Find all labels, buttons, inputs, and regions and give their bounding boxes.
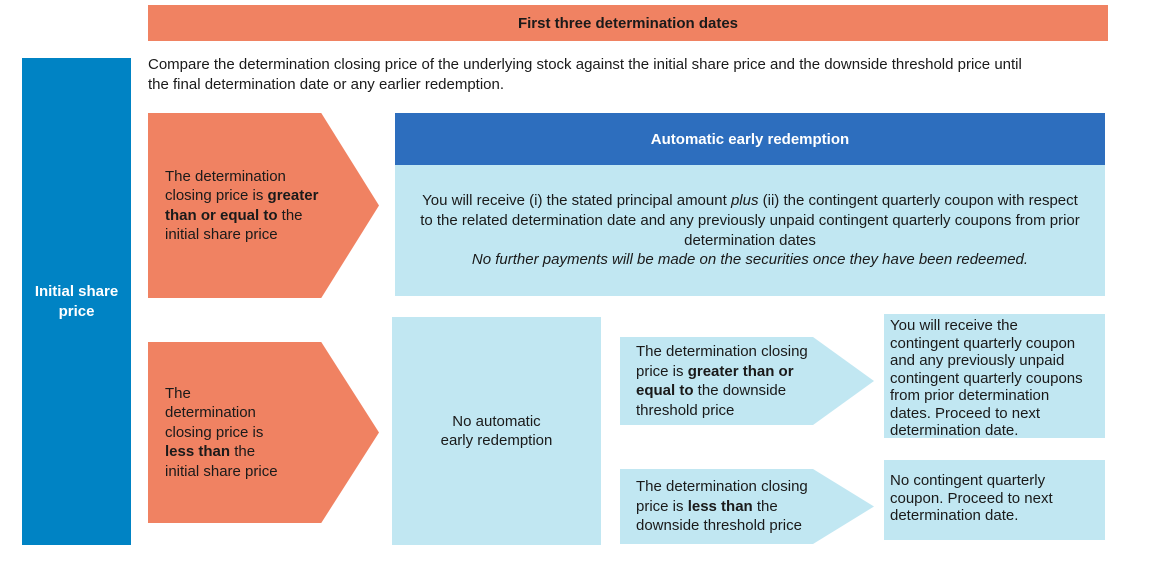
sub-condition-arrow-above-threshold: The determination closing price is great… <box>620 337 874 425</box>
automatic-early-redemption-note: No further payments will be made on the … <box>471 251 1029 269</box>
sub-condition-arrow-above-threshold-label: The determination closing price is great… <box>636 343 808 419</box>
result-box-no-coupon: No contingent quarterly coupon. Proceed … <box>884 460 1105 540</box>
intro-text: Compare the determination closing price … <box>148 56 1022 94</box>
automatic-early-redemption-text: You will receive (i) the stated principa… <box>420 191 1080 249</box>
condition-arrow-price-above-initial: The determination closing price is great… <box>148 113 379 298</box>
initial-share-price-label: Initial share price <box>22 58 131 545</box>
no-automatic-early-redemption-box: No automatic early redemption <box>392 317 601 545</box>
automatic-early-redemption-body: You will receive (i) the stated principa… <box>395 165 1105 296</box>
automatic-early-redemption-header: Automatic early redemption <box>395 113 1105 165</box>
sub-condition-arrow-below-threshold: The determination closing price is less … <box>620 469 874 544</box>
condition-arrow-price-below-initial-label: The determination closing price is less … <box>165 384 278 480</box>
condition-arrow-price-above-initial-label: The determination closing price is great… <box>165 167 319 244</box>
banner-title: First three determination dates <box>148 5 1108 41</box>
condition-arrow-price-below-initial: The determination closing price is less … <box>148 342 379 523</box>
sub-condition-arrow-below-threshold-label: The determination closing price is less … <box>636 478 808 535</box>
result-box-coupon-paid: You will receive the contingent quarterl… <box>884 314 1105 439</box>
